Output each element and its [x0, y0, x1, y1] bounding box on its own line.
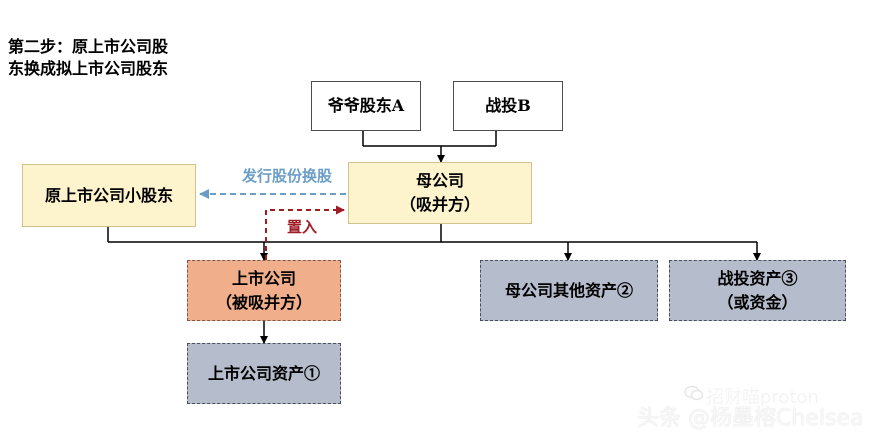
issue-shares-label: 发行股份换股: [242, 167, 333, 185]
node-grandpa-label: 爷爷股东A: [327, 96, 405, 115]
node-parent-line1: 母公司: [415, 171, 464, 190]
node-listed-assets-label: 上市公司资产①: [207, 363, 320, 383]
node-parent-company: 母公司 （吸并方）: [348, 162, 532, 224]
inject-label: 置入: [287, 218, 318, 236]
node-old-minority-shareholders: 原上市公司小股东: [22, 164, 196, 227]
page-title: 第二步：原上市公司股 东换成拟上市公司股东: [8, 36, 168, 80]
node-parent-other-label: 母公司其他资产②: [504, 280, 633, 300]
title-line-1: 第二步：原上市公司股: [8, 37, 169, 56]
node-strategic-investor: 战投B: [453, 81, 563, 131]
node-strategic-assets: 战投资产③ （或资金）: [669, 260, 846, 321]
watermark-line-1: 招财喵proton: [706, 387, 819, 408]
node-old-minority-label: 原上市公司小股东: [44, 185, 173, 205]
node-parent-other-assets: 母公司其他资产②: [480, 260, 658, 321]
node-grandpa-shareholder: 爷爷股东A: [311, 81, 421, 131]
node-listed-line2: （被吸并方）: [215, 292, 312, 312]
node-listed-assets: 上市公司资产①: [187, 343, 341, 404]
node-strategic-label: 战投B: [485, 96, 531, 115]
node-strategic-assets-line2: （或资金）: [717, 292, 798, 312]
node-listed-company: 上市公司 （被吸并方）: [187, 260, 341, 321]
title-line-2: 东换成拟上市公司股东: [8, 59, 169, 78]
inject-arrow: [265, 205, 345, 260]
node-parent-line2: （吸并方）: [399, 195, 480, 214]
node-strategic-assets-line1: 战投资产③: [717, 268, 798, 288]
watermark-line-2: 头条 @杨墨榕Chelsea: [637, 406, 864, 431]
node-listed-line1: 上市公司: [231, 268, 296, 288]
shareholders-to-parent-connector: [362, 131, 497, 163]
ownership-bus: [107, 224, 761, 261]
wechat-icon: [684, 385, 704, 401]
